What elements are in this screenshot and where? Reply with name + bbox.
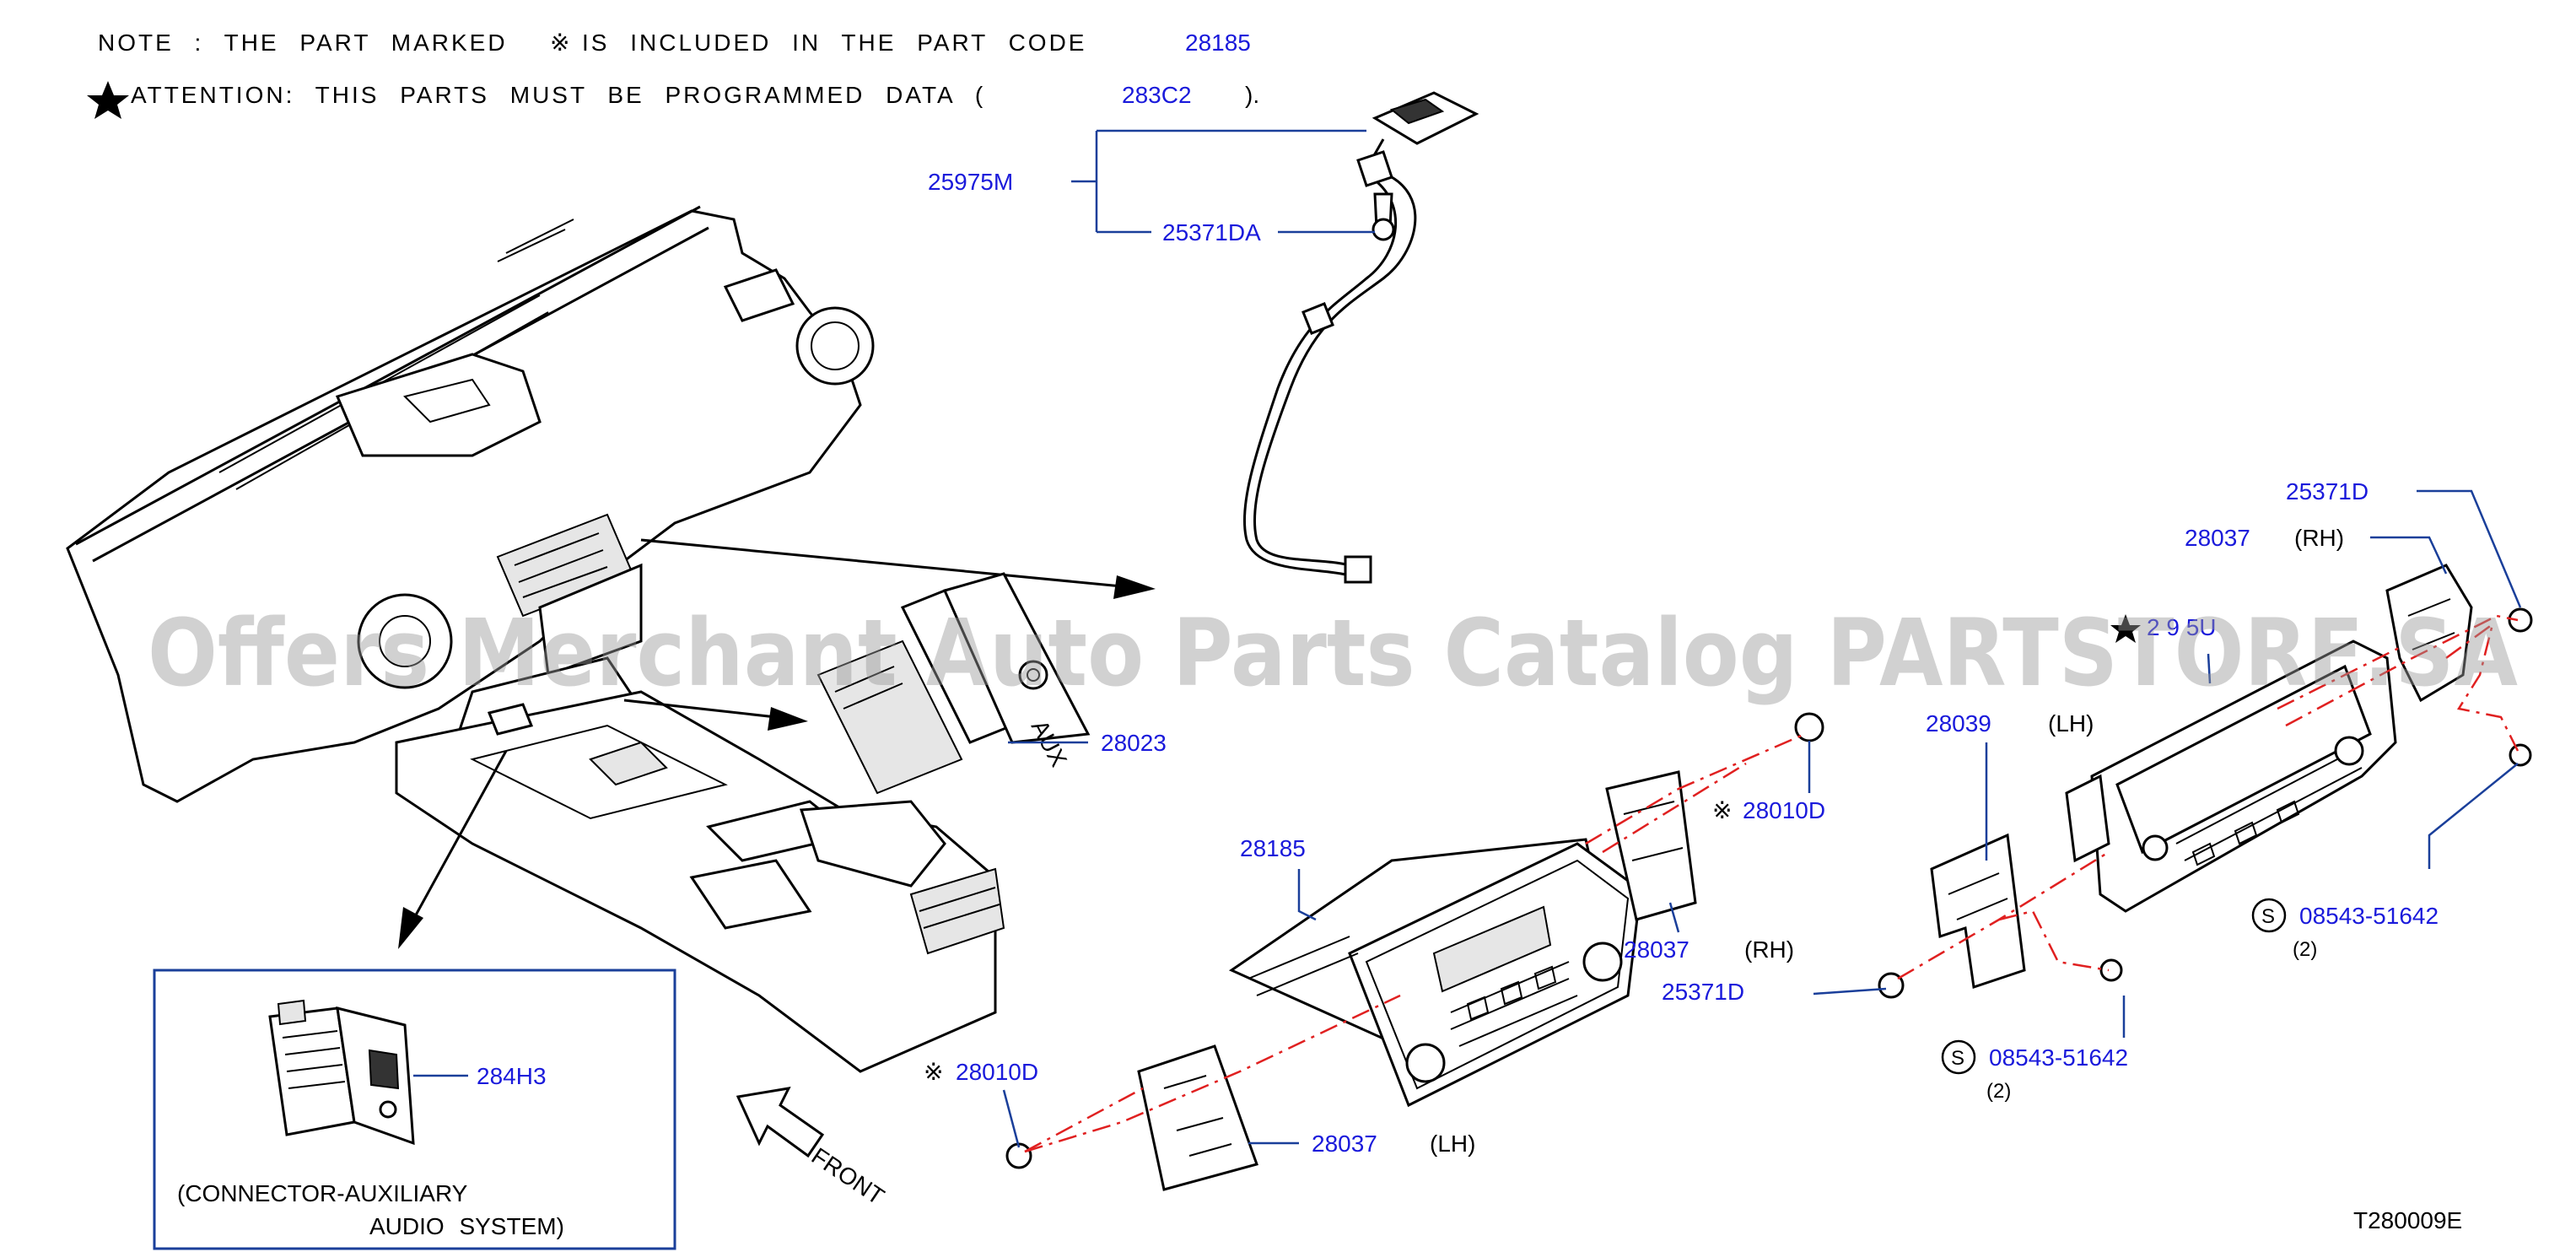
connector-inset-frame xyxy=(153,969,676,1250)
kome-mark-right: ※ xyxy=(1712,797,1732,823)
part-label-28010D-left[interactable]: 28010D xyxy=(956,1059,1038,1085)
part-label-28023[interactable]: 28023 xyxy=(1101,730,1167,756)
arrow-head-icon xyxy=(1113,575,1156,599)
diagram-id: T280009E xyxy=(2353,1207,2462,1233)
star-icon xyxy=(87,81,129,119)
antenna-feeder-drawing xyxy=(1242,91,1479,584)
part-label-28010D-right[interactable]: 28010D xyxy=(1743,797,1825,823)
leader-25975M xyxy=(1071,129,1375,234)
s-circle-icon: S xyxy=(1941,1039,1976,1075)
connector-caption-line1: (CONNECTOR-AUXILIARY xyxy=(177,1180,468,1206)
front-label: FRONT xyxy=(807,1142,889,1210)
part-label-28037-rh-mid[interactable]: 28037 xyxy=(1624,936,1689,963)
front-arrow-icon xyxy=(736,1087,825,1158)
part-label-28037-rh-top[interactable]: 28037 xyxy=(2185,525,2250,551)
qty-right: (2) xyxy=(2293,938,2317,961)
part-label-28037-lh-mid[interactable]: 28037 xyxy=(1312,1131,1377,1157)
part-label-08543-51642-mid[interactable]: 08543-51642 xyxy=(1989,1044,2128,1071)
arrow-head-icon xyxy=(768,707,808,731)
arrow-head-icon xyxy=(398,907,423,949)
note-text-suffix: IS INCLUDED IN THE PART CODE xyxy=(582,30,1086,56)
lh-tag-mid: (LH) xyxy=(1430,1131,1475,1157)
connector-box xyxy=(153,969,676,1250)
attention-text: ATTENTION: THIS PARTS MUST BE PROGRAMMED… xyxy=(131,82,985,108)
part-label-25371D-mid[interactable]: 25371D xyxy=(1662,979,1744,1005)
svg-text:S: S xyxy=(1951,1047,1964,1070)
part-label-28185[interactable]: 28185 xyxy=(1240,835,1306,861)
note-part-code[interactable]: 28185 xyxy=(1185,30,1251,56)
note-mark: ※ xyxy=(550,30,569,56)
assembly-lines-center xyxy=(1024,732,1806,1153)
s-circle-icon: S xyxy=(2251,898,2287,933)
connector-caption-line2: AUDIO SYSTEM) xyxy=(369,1213,564,1239)
rh-tag-mid: (RH) xyxy=(1744,936,1794,963)
part-label-25371DA[interactable]: 25371DA xyxy=(1162,219,1261,246)
attention-text-suffix: ). xyxy=(1245,82,1259,108)
part-label-28039[interactable]: 28039 xyxy=(1926,710,1991,737)
assembly-lines-right xyxy=(1897,614,2519,980)
note-text: NOTE : THE PART MARKED xyxy=(98,30,508,56)
watermark-text: Offers Merchant Auto Parts Catalog PARTS… xyxy=(148,599,2518,707)
audio-unit-center-drawing xyxy=(1228,838,1642,1108)
star-icon xyxy=(2110,614,2141,643)
svg-text:S: S xyxy=(2261,905,2275,928)
instrument-panel-drawing xyxy=(66,205,1005,1073)
aux-panel-drawing: AUX xyxy=(816,572,1091,795)
leaders-center xyxy=(1002,741,1887,1148)
lh-tag-28039: (LH) xyxy=(2048,710,2094,737)
part-label-25975M[interactable]: 25975M xyxy=(928,169,1013,195)
qty-mid: (2) xyxy=(1986,1080,2011,1103)
rh-tag-top: (RH) xyxy=(2294,525,2344,551)
part-label-284H3[interactable]: 284H3 xyxy=(477,1063,547,1089)
part-label-08543-51642-right[interactable]: 08543-51642 xyxy=(2299,903,2439,929)
header-notes: NOTE : THE PART MARKED ※ IS INCLUDED IN … xyxy=(87,30,1259,119)
part-label-2895U[interactable]: 2 9 5U xyxy=(2147,614,2217,640)
part-label-25371D-top[interactable]: 25371D xyxy=(2286,478,2369,505)
attention-part-code[interactable]: 283C2 xyxy=(1122,82,1192,108)
leaders-right xyxy=(1985,489,2522,1038)
kome-mark-left: ※ xyxy=(924,1059,943,1085)
callout-arrows xyxy=(398,538,1156,949)
